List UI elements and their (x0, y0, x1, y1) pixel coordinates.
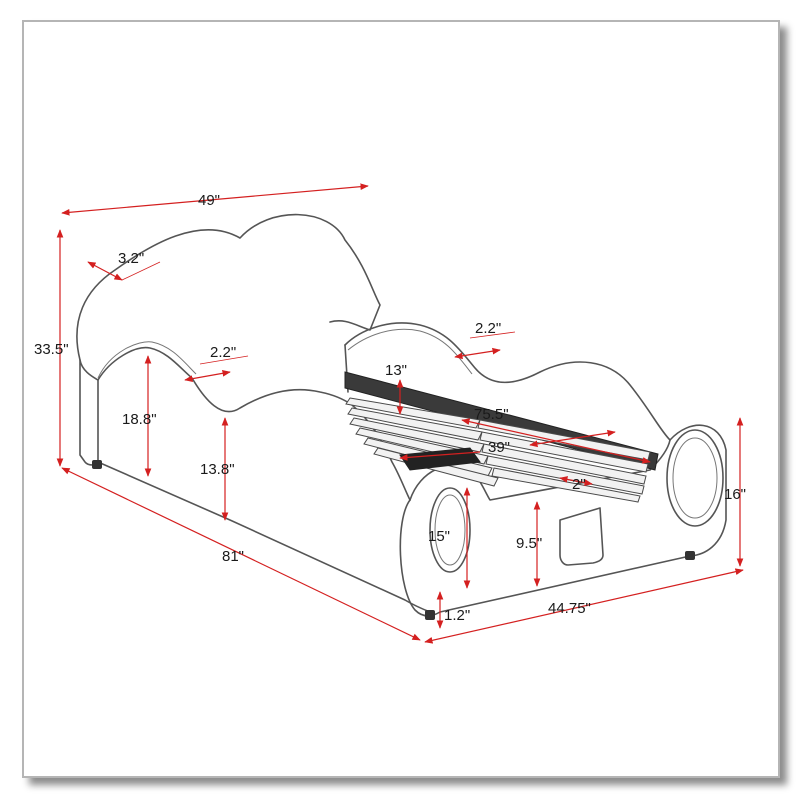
leg-head-left (92, 460, 102, 469)
label-headboard-side-height: 18.8" (122, 411, 157, 428)
dimension-lines (56, 183, 744, 644)
label-footboard-width: 44.75" (548, 600, 591, 617)
right-side-panel (344, 322, 671, 441)
bed-illustration (76, 213, 727, 620)
label-overall-height: 33.5" (34, 341, 69, 358)
label-overall-width: 49" (198, 192, 220, 209)
label-mattress-length: 75.5" (474, 406, 509, 423)
label-slat-gap: 2" (572, 476, 586, 493)
dimension-labels: 49" 3.2" 33.5" 2.2" 2.2" 13" 75.5" 39" 1… (34, 192, 746, 624)
headboard-outline (76, 213, 381, 361)
leg-foot-right (685, 551, 695, 560)
label-mattress-width: 39" (488, 439, 510, 456)
headboard-side-post (79, 359, 99, 466)
label-overall-length: 81" (222, 548, 244, 565)
label-headboard-top-thickness: 3.2" (118, 250, 144, 267)
headboard-front-wave (97, 346, 353, 413)
footboard-right-wheel (666, 429, 724, 527)
label-wheel-height: 15" (428, 528, 450, 545)
label-side-panel-top-thickness: 2.2" (475, 320, 501, 337)
left-side-rail (97, 461, 431, 613)
label-pocket-height: 9.5" (516, 535, 542, 552)
label-side-panel-height: 13.8" (200, 461, 235, 478)
label-leg-height: 1.2" (444, 607, 470, 624)
side-pocket (559, 507, 604, 566)
label-headboard-side-thickness: 2.2" (210, 344, 236, 361)
footboard (399, 499, 691, 617)
leg-foot-left (425, 610, 435, 620)
label-footboard-height: 16" (724, 486, 746, 503)
label-side-rail-height: 13" (385, 362, 407, 379)
